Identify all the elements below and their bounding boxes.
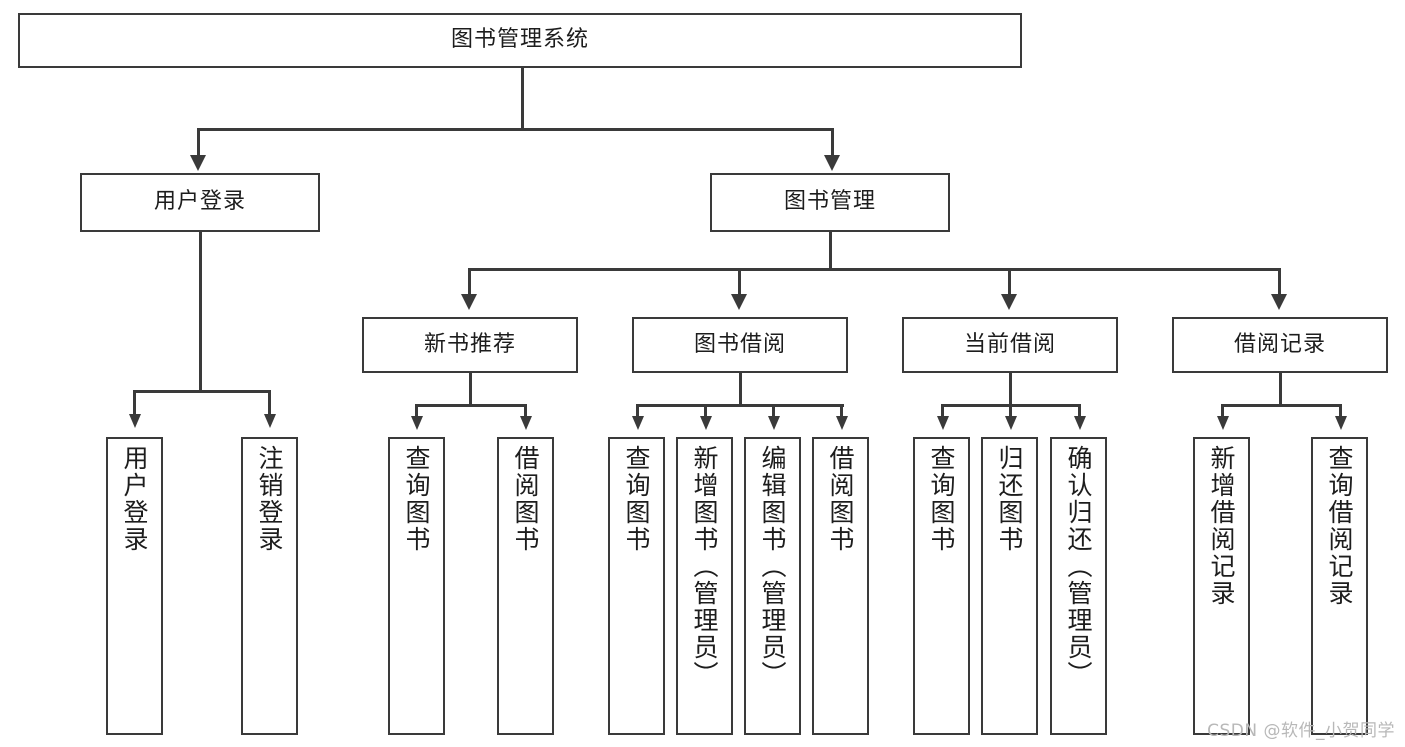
edge-root-to-book-manage bbox=[831, 128, 834, 158]
leaf-new-book-borrow[interactable]: 借阅图书 bbox=[497, 437, 554, 735]
edge-borrow-record-stem bbox=[1279, 373, 1282, 406]
arrow-to-user-login bbox=[190, 155, 206, 171]
node-book-management[interactable]: 图书管理 bbox=[710, 173, 950, 232]
edge-borrow-record-bus bbox=[1221, 404, 1341, 407]
edge-new-book-drop-2 bbox=[524, 404, 527, 418]
arrow-to-borrow-record bbox=[1271, 294, 1287, 310]
edge-level2-bus bbox=[468, 268, 1281, 271]
leaf-current-borrow-query[interactable]: 查询图书 bbox=[913, 437, 970, 735]
node-label: 图书借阅 bbox=[693, 331, 786, 357]
leaf-current-borrow-confirm-return[interactable]: 确认归还（管理员） bbox=[1050, 437, 1107, 735]
watermark-text: CSDN @软件_小贺同学 bbox=[1207, 721, 1395, 741]
edge-current-borrow-drop-1 bbox=[941, 404, 944, 418]
node-label: 当前借阅 bbox=[963, 331, 1056, 357]
node-label: 借阅图书 bbox=[511, 445, 540, 553]
node-label: 注销登录 bbox=[255, 445, 284, 553]
edge-drop-book-borrow bbox=[738, 268, 741, 296]
leaf-user-login-logout[interactable]: 注销登录 bbox=[241, 437, 298, 735]
node-borrow-record[interactable]: 借阅记录 bbox=[1172, 317, 1388, 373]
node-label: 图书管理 bbox=[783, 189, 876, 215]
edge-current-borrow-drop-2 bbox=[1009, 404, 1012, 418]
node-root-library-system[interactable]: 图书管理系统 bbox=[18, 13, 1022, 68]
node-label: 图书管理系统 bbox=[450, 27, 589, 53]
node-book-borrow[interactable]: 图书借阅 bbox=[632, 317, 848, 373]
node-label: 借阅图书 bbox=[826, 445, 855, 553]
arrow-to-current-borrow bbox=[1001, 294, 1017, 310]
arrow-leaf-book-borrow-4 bbox=[836, 416, 848, 430]
node-label: 归还图书 bbox=[995, 445, 1024, 553]
arrow-to-book-borrow bbox=[731, 294, 747, 310]
node-label: 新增借阅记录 bbox=[1207, 445, 1236, 607]
edge-root-to-user-login bbox=[197, 128, 200, 158]
arrow-leaf-borrow-record-1 bbox=[1217, 416, 1229, 430]
edge-book-manage-stem bbox=[829, 232, 832, 270]
arrow-to-book-manage bbox=[824, 155, 840, 171]
leaf-book-borrow-borrow[interactable]: 借阅图书 bbox=[812, 437, 869, 735]
node-label: 编辑图书（管理员） bbox=[758, 445, 787, 688]
edge-book-borrow-drop-2 bbox=[704, 404, 707, 418]
arrow-leaf-user-login-2 bbox=[264, 414, 276, 428]
arrow-leaf-book-borrow-2 bbox=[700, 416, 712, 430]
edge-root-bus bbox=[197, 128, 834, 131]
leaf-new-book-query[interactable]: 查询图书 bbox=[388, 437, 445, 735]
edge-drop-borrow-record bbox=[1278, 268, 1281, 296]
edge-borrow-record-drop-2 bbox=[1339, 404, 1342, 418]
node-label: 确认归还（管理员） bbox=[1064, 445, 1093, 688]
leaf-book-borrow-edit[interactable]: 编辑图书（管理员） bbox=[744, 437, 801, 735]
edge-current-borrow-stem bbox=[1009, 373, 1012, 406]
arrow-leaf-current-borrow-2 bbox=[1005, 416, 1017, 430]
arrow-to-new-book-recommend bbox=[461, 294, 477, 310]
edge-book-borrow-drop-1 bbox=[636, 404, 639, 418]
node-current-borrow[interactable]: 当前借阅 bbox=[902, 317, 1118, 373]
node-label: 查询图书 bbox=[622, 445, 651, 553]
node-label: 查询借阅记录 bbox=[1325, 445, 1354, 607]
node-label: 新增图书（管理员） bbox=[690, 445, 719, 688]
leaf-book-borrow-query[interactable]: 查询图书 bbox=[608, 437, 665, 735]
edge-book-borrow-drop-4 bbox=[840, 404, 843, 418]
edge-book-borrow-stem bbox=[739, 373, 742, 406]
edge-new-book-drop-1 bbox=[415, 404, 418, 418]
arrow-leaf-borrow-record-2 bbox=[1335, 416, 1347, 430]
edge-drop-new-book bbox=[468, 268, 471, 296]
arrow-leaf-book-borrow-1 bbox=[632, 416, 644, 430]
arrow-leaf-current-borrow-3 bbox=[1074, 416, 1086, 430]
node-label: 新书推荐 bbox=[423, 331, 516, 357]
leaf-user-login-login[interactable]: 用户登录 bbox=[106, 437, 163, 735]
edge-new-book-bus bbox=[415, 404, 527, 407]
node-user-login[interactable]: 用户登录 bbox=[80, 173, 320, 232]
arrow-leaf-new-book-1 bbox=[411, 416, 423, 430]
edge-root-stem bbox=[521, 68, 524, 130]
node-label: 借阅记录 bbox=[1233, 331, 1326, 357]
edge-current-borrow-drop-3 bbox=[1078, 404, 1081, 418]
leaf-borrow-record-add[interactable]: 新增借阅记录 bbox=[1193, 437, 1250, 735]
edge-book-borrow-drop-3 bbox=[772, 404, 775, 418]
leaf-borrow-record-query[interactable]: 查询借阅记录 bbox=[1311, 437, 1368, 735]
edge-book-borrow-bus bbox=[636, 404, 844, 407]
node-label: 查询图书 bbox=[927, 445, 956, 553]
edge-new-book-stem bbox=[469, 373, 472, 406]
arrow-leaf-current-borrow-1 bbox=[937, 416, 949, 430]
edge-user-login-drop-2 bbox=[268, 390, 271, 416]
edge-user-login-bus bbox=[133, 390, 270, 393]
node-new-book-recommend[interactable]: 新书推荐 bbox=[362, 317, 578, 373]
edge-drop-current-borrow bbox=[1008, 268, 1011, 296]
node-label: 查询图书 bbox=[402, 445, 431, 553]
leaf-current-borrow-return[interactable]: 归还图书 bbox=[981, 437, 1038, 735]
node-label: 用户登录 bbox=[153, 189, 246, 215]
edge-user-login-stem bbox=[199, 232, 202, 392]
edge-borrow-record-drop-1 bbox=[1221, 404, 1224, 418]
leaf-book-borrow-add[interactable]: 新增图书（管理员） bbox=[676, 437, 733, 735]
arrow-leaf-book-borrow-3 bbox=[768, 416, 780, 430]
arrow-leaf-user-login-1 bbox=[129, 414, 141, 428]
edge-user-login-drop-1 bbox=[133, 390, 136, 416]
arrow-leaf-new-book-2 bbox=[520, 416, 532, 430]
node-label: 用户登录 bbox=[120, 445, 149, 553]
